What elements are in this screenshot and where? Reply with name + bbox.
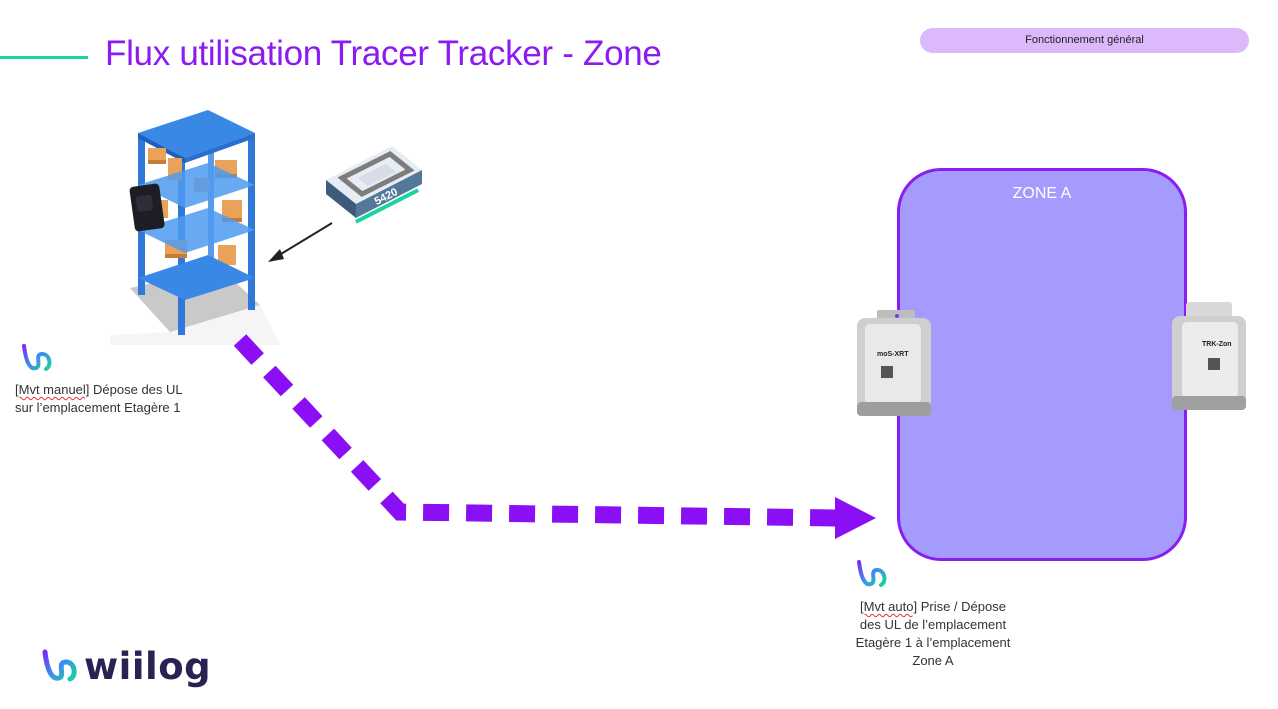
- caption-manual-text: Dépose des UL: [89, 382, 183, 397]
- device-right: TRK-Zon: [1172, 302, 1246, 410]
- rack-illustration: [110, 110, 280, 345]
- title-accent-line: [0, 56, 88, 59]
- device-left-label: moS-XRT: [877, 351, 909, 358]
- robot-illustration: 5420: [326, 146, 422, 224]
- caption-auto-text: Prise / Dépose: [917, 599, 1006, 614]
- wiilog-brand-text: wiilog: [84, 645, 212, 688]
- caption-auto-move: [Mvt auto] Prise / Dépose des UL de l’em…: [838, 598, 1028, 670]
- zone-a-label: ZONE A: [1012, 185, 1072, 202]
- section-badge: Fonctionnement général: [920, 28, 1249, 53]
- caption-auto-line3: Etagère 1 à l’emplacement: [855, 635, 1011, 650]
- caption-auto-line2: des UL de l’emplacement: [859, 617, 1007, 632]
- zone-a: ZONE A: [897, 168, 1187, 561]
- caption-auto-tag: [Mvt auto]: [860, 599, 918, 614]
- caption-manual-tag: [Mvt manuel]: [15, 382, 90, 397]
- page-title: Flux utilisation Tracer Tracker - Zone: [105, 34, 662, 73]
- caption-auto-line4: Zone A: [912, 653, 954, 668]
- device-right-label: TRK-Zon: [1202, 341, 1232, 348]
- caption-manual-move: [Mvt manuel] Dépose des UL sur l’emplace…: [15, 381, 275, 417]
- robot-to-rack-arrow: [268, 222, 333, 262]
- caption-manual-line2: sur l’emplacement Etagère 1: [15, 400, 181, 415]
- wiilog-logo-icon: [22, 344, 52, 371]
- wiilog-brand-icon: [42, 649, 77, 682]
- wiilog-logo-icon-auto: [857, 560, 887, 587]
- device-left: moS-XRT: [857, 310, 931, 416]
